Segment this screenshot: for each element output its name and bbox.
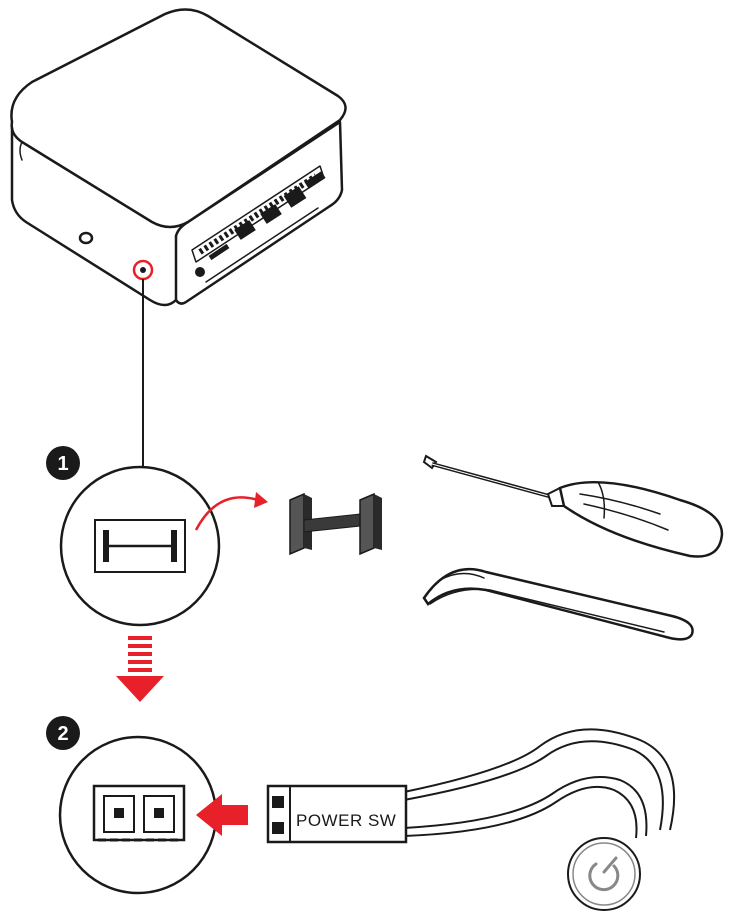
remove-arrow: [194, 492, 268, 531]
tweezers-icon: [422, 567, 694, 641]
screwdriver-icon: [422, 454, 724, 558]
next-step-arrow: [116, 636, 164, 702]
step-2-badge: 2: [46, 716, 80, 750]
mini-pc-icon: [10, 8, 347, 307]
rear-ports: [191, 165, 326, 283]
plug-in-arrow: [196, 794, 248, 836]
power-sw-connector: POWER SW: [266, 728, 676, 844]
step-1-number: 1: [57, 453, 68, 475]
power-switch-icon: [567, 837, 641, 911]
step-1-badge: 1: [46, 446, 80, 480]
jumper-cap-icon: [289, 492, 382, 556]
step-2-detail-circle: [58, 735, 218, 895]
step-1-detail-circle: [59, 465, 221, 627]
step-2-number: 2: [57, 723, 68, 745]
power-sw-label: POWER SW: [296, 811, 396, 830]
